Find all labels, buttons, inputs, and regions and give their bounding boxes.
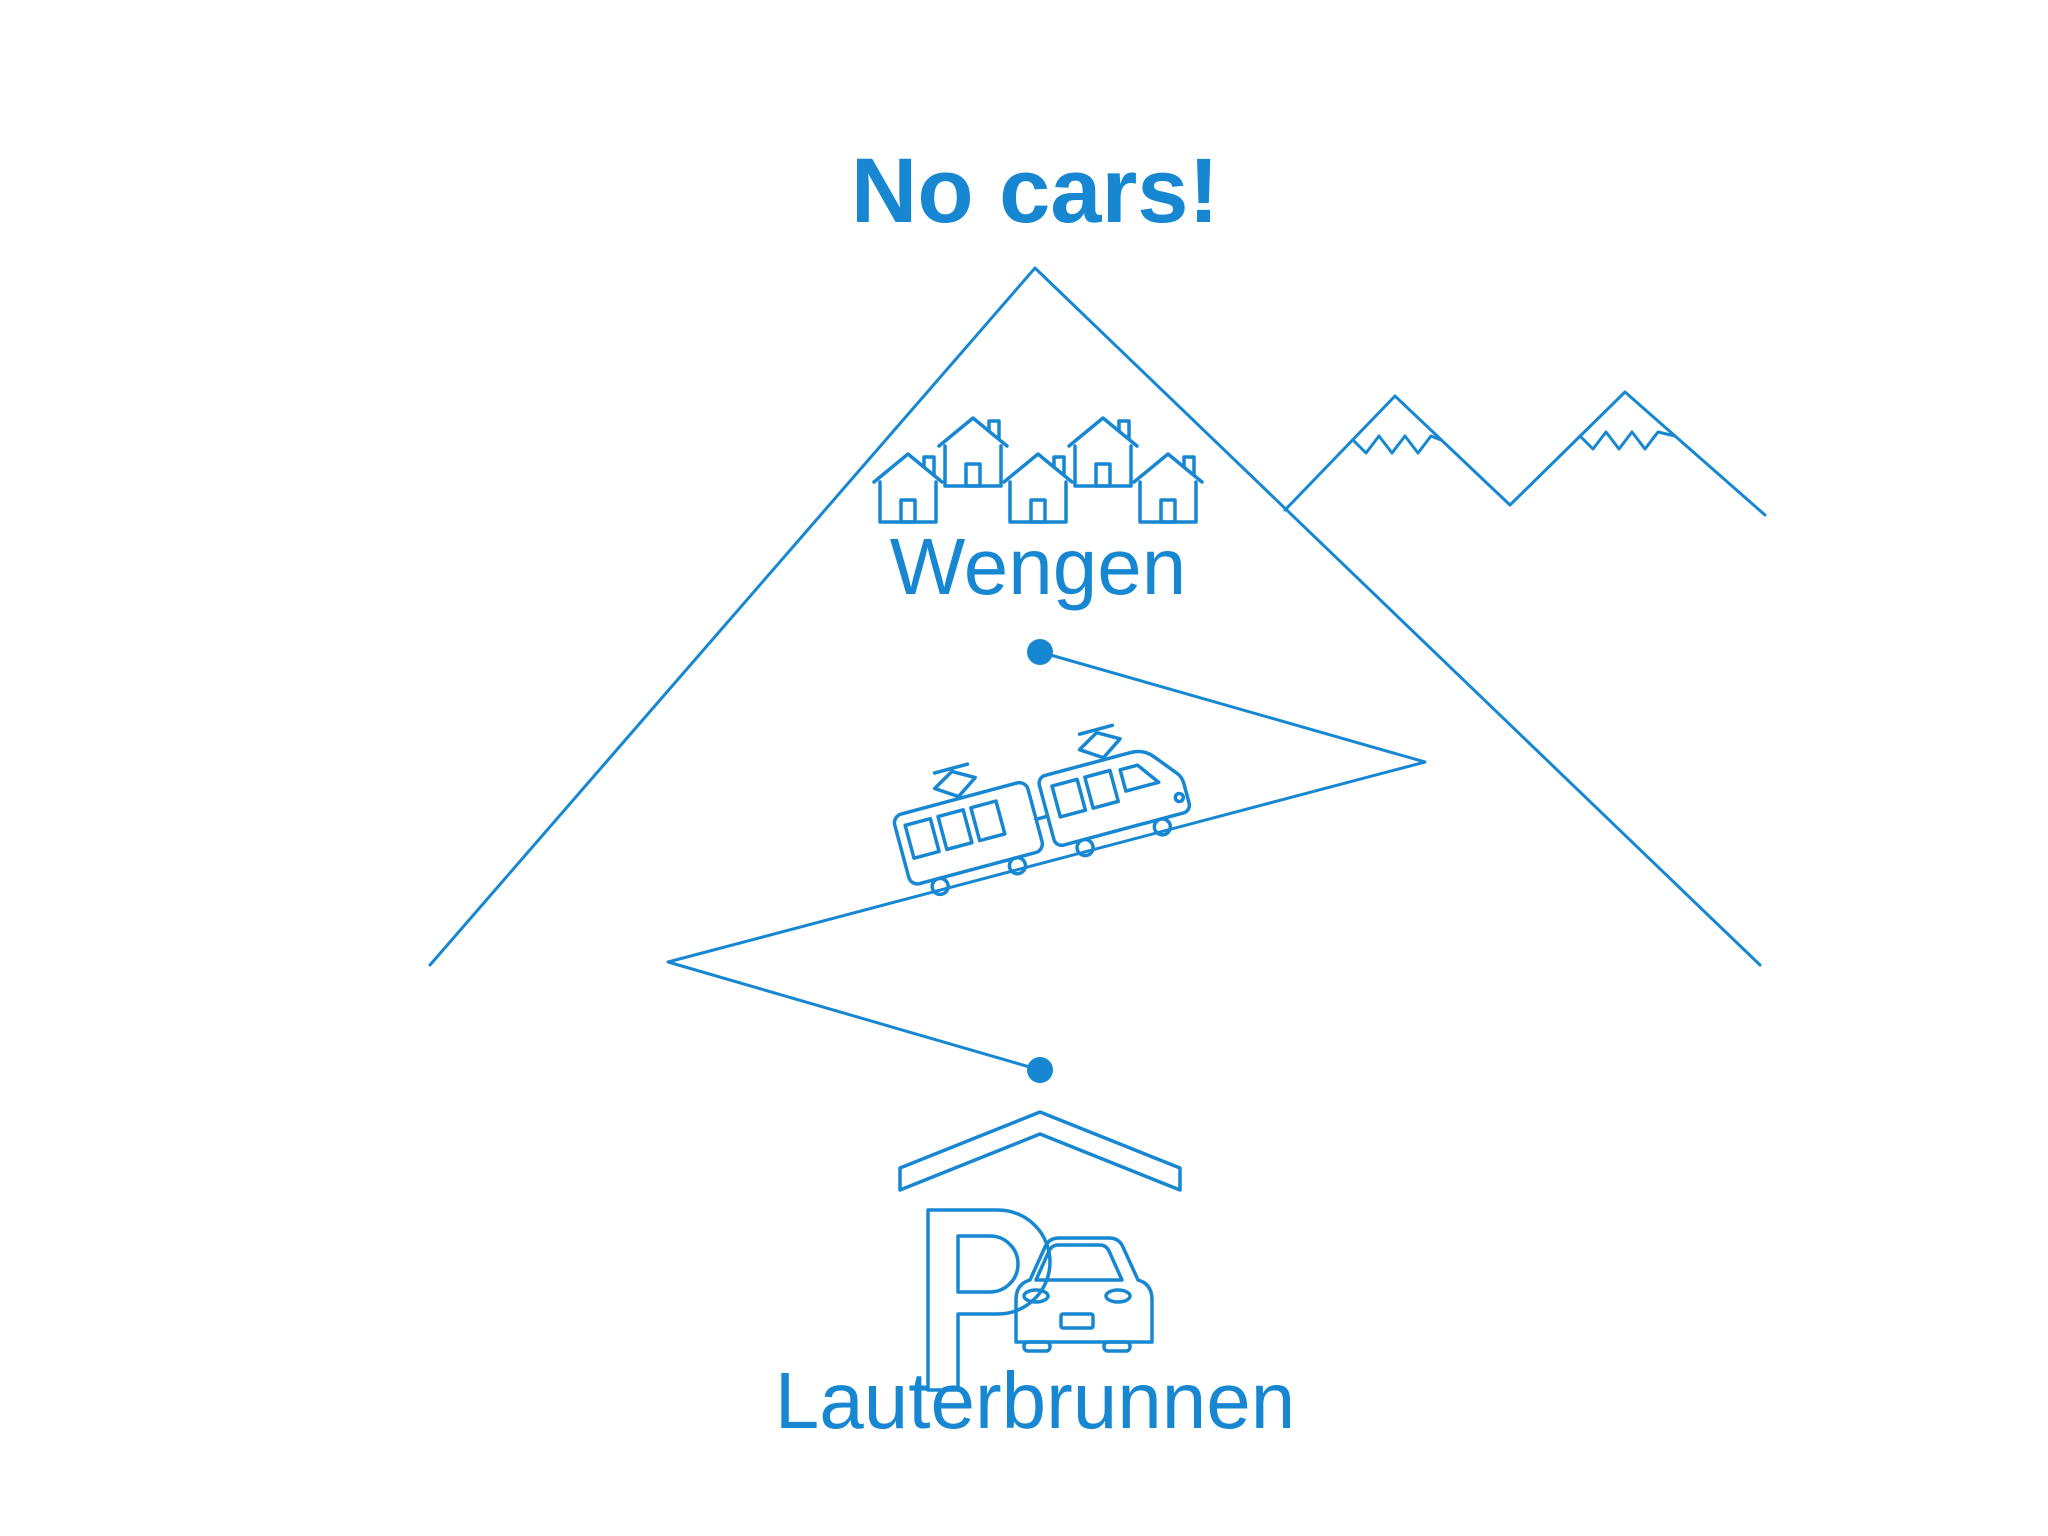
house-icon xyxy=(1067,416,1139,488)
station-dot-wengen xyxy=(1027,639,1053,665)
train-window xyxy=(969,799,1007,843)
parking-p-icon xyxy=(926,1208,1052,1392)
big-mountain-outline xyxy=(428,266,1762,967)
train-wheel xyxy=(930,876,950,897)
lauterbrunnen-label: Lauterbrunnen xyxy=(775,1356,1295,1445)
snow-cap-left xyxy=(1351,434,1443,455)
train-wheel xyxy=(1007,855,1028,876)
pantograph-icon xyxy=(932,769,977,799)
train-wheel xyxy=(1152,817,1173,837)
house-icon xyxy=(937,416,1009,488)
train-rear-car-body xyxy=(892,780,1045,886)
house-icon xyxy=(1002,452,1074,524)
pantograph-icon xyxy=(1077,730,1122,760)
page-title: No cars! xyxy=(851,140,1219,242)
pantograph-bar xyxy=(932,762,970,775)
car-body xyxy=(1014,1236,1154,1344)
pantograph-bar xyxy=(1077,723,1115,736)
snow-cap-right xyxy=(1578,430,1677,451)
car-license-plate xyxy=(1059,1312,1095,1330)
parking-p-counter xyxy=(956,1234,1020,1294)
station-dot-lauterbrunnen xyxy=(1027,1057,1053,1083)
train-coupling xyxy=(1034,814,1050,822)
car-headlight xyxy=(1104,1288,1132,1304)
train-front-car-body xyxy=(1037,749,1192,848)
car-tire xyxy=(1102,1340,1132,1353)
parking-roof xyxy=(898,1110,1182,1192)
house-icon xyxy=(1132,452,1204,524)
car-tire xyxy=(1022,1340,1052,1353)
railway-zigzag-line xyxy=(666,650,1427,1072)
car-headlight xyxy=(1022,1288,1050,1304)
train-wheel xyxy=(1075,837,1095,858)
house-icon xyxy=(872,452,944,524)
mountain-slopes xyxy=(428,266,1762,967)
train-windshield xyxy=(1118,763,1161,793)
train-headlight xyxy=(1173,791,1186,804)
car-windshield xyxy=(1034,1243,1124,1282)
train-window xyxy=(1083,768,1120,810)
wengen-label: Wengen xyxy=(890,522,1187,611)
cog-railway-train-icon xyxy=(892,723,1192,897)
covered-parking-icon xyxy=(898,1110,1182,1392)
train-window xyxy=(1050,777,1088,819)
train-window xyxy=(936,808,974,852)
line-art-group: Wengen xyxy=(428,140,1767,1445)
village-houses-icon xyxy=(872,416,1204,524)
car-icon xyxy=(1014,1236,1154,1353)
train-window xyxy=(903,816,941,860)
peaks-outline xyxy=(1283,390,1767,517)
snowy-peaks-icon xyxy=(1283,390,1767,517)
